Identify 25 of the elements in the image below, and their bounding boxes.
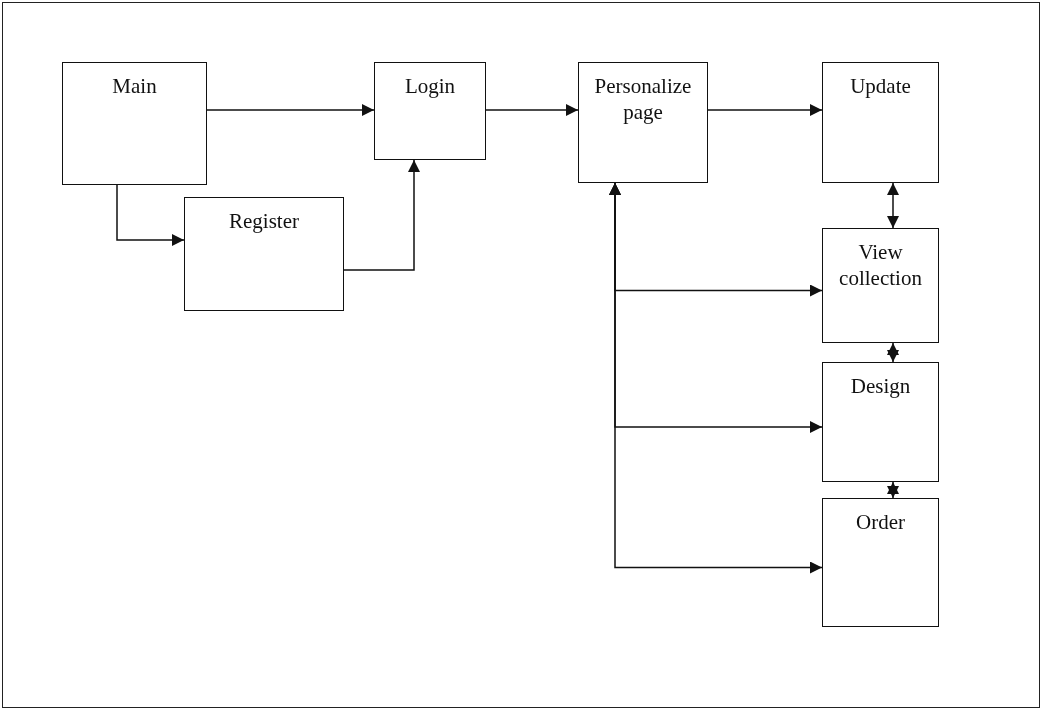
process-box bbox=[822, 228, 939, 343]
process-box bbox=[184, 197, 344, 311]
arrow bbox=[609, 182, 823, 574]
process-box bbox=[578, 62, 708, 183]
arrow bbox=[707, 104, 823, 116]
arrow bbox=[887, 342, 899, 363]
box-label: View collection bbox=[838, 239, 923, 292]
box-label: Main bbox=[112, 73, 157, 100]
box-label: Update bbox=[850, 73, 911, 100]
arrow bbox=[343, 159, 420, 271]
process-box bbox=[822, 362, 939, 482]
box-label: Register bbox=[229, 208, 299, 235]
arrow bbox=[206, 104, 375, 116]
process-box bbox=[62, 62, 207, 185]
arrow bbox=[887, 182, 899, 229]
process-box bbox=[822, 498, 939, 627]
arrow bbox=[116, 184, 185, 246]
box-label: Design bbox=[850, 373, 911, 400]
process-box bbox=[822, 62, 939, 183]
arrow bbox=[887, 481, 899, 499]
process-box bbox=[374, 62, 486, 160]
box-label: Login bbox=[404, 73, 456, 100]
arrow bbox=[485, 104, 579, 116]
box-label: Order bbox=[856, 509, 905, 536]
box-label: Personalize page bbox=[593, 73, 693, 126]
